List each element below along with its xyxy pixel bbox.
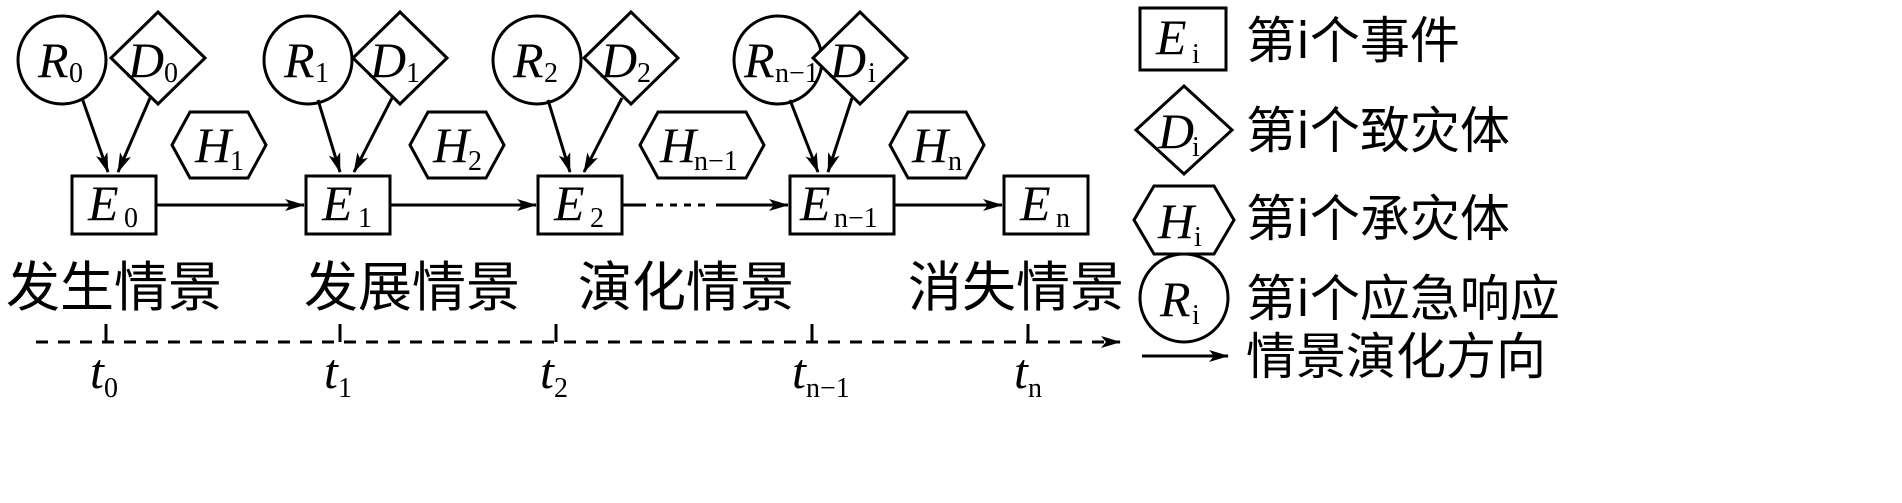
svg-text:E: E: [799, 175, 831, 231]
svg-text:1: 1: [338, 373, 352, 404]
svg-text:0: 0: [104, 373, 118, 404]
carrier-node-1: H 1: [170, 110, 268, 180]
response-node-0: R 0: [16, 14, 108, 106]
svg-text:n−1: n−1: [775, 58, 819, 89]
legend-event: E i 第i个事件: [1138, 6, 1460, 72]
svg-text:t: t: [90, 343, 105, 399]
arrow-r0-e0: [80, 97, 110, 173]
svg-text:n: n: [1028, 373, 1042, 404]
disaster-node-i: D i: [810, 9, 910, 107]
svg-text:D: D: [600, 32, 637, 88]
event-node-n-1: E n−1: [788, 174, 896, 236]
svg-text:0: 0: [164, 58, 178, 89]
svg-text:i: i: [1192, 300, 1200, 331]
svg-text:t: t: [324, 343, 339, 399]
svg-text:E: E: [553, 175, 585, 231]
svg-text:第i个致灾体: 第i个致灾体: [1246, 102, 1510, 160]
response-node-n-1: R n−1: [732, 14, 824, 106]
legend-carrier: H i 第i个承灾体: [1132, 184, 1510, 256]
svg-text:n−1: n−1: [694, 146, 738, 177]
time-label-t2: t 2: [540, 343, 568, 404]
svg-text:n−1: n−1: [834, 203, 878, 234]
stage-label-development: 发展情景: [304, 256, 520, 319]
svg-text:1: 1: [358, 203, 372, 234]
event-node-2: E 2: [536, 174, 624, 236]
response-node-1: R 1: [262, 14, 354, 106]
arrow-d0-e0: [116, 97, 152, 173]
svg-text:2: 2: [554, 373, 568, 404]
arrow-r2-e2: [546, 99, 572, 173]
stage-label-disappearance: 消失情景: [908, 256, 1124, 319]
svg-text:0: 0: [124, 203, 138, 234]
disaster-node-1: D 1: [350, 9, 450, 107]
svg-text:R: R: [37, 32, 69, 88]
svg-text:1: 1: [406, 58, 420, 89]
svg-text:E: E: [321, 175, 353, 231]
legend-response: R i 第i个应急响应: [1138, 252, 1560, 344]
svg-text:H: H: [911, 117, 951, 173]
carrier-node-2: H 2: [408, 110, 506, 180]
response-node-2: R 2: [491, 14, 583, 106]
svg-text:i: i: [1194, 222, 1202, 253]
svg-text:t: t: [1014, 343, 1029, 399]
arrow-rn-1-en-1: [788, 99, 820, 173]
legend-disaster: D i 第i个致灾体: [1133, 83, 1510, 177]
svg-text:E: E: [87, 175, 119, 231]
stage-label-evolution: 演化情景: [578, 256, 794, 319]
arrow-di-en-1: [826, 97, 854, 173]
event-node-1: E 1: [304, 174, 392, 236]
svg-text:i: i: [868, 58, 876, 89]
svg-text:D: D: [127, 32, 164, 88]
stage-label-occurrence: 发生情景: [6, 256, 222, 319]
svg-text:n: n: [1056, 203, 1070, 234]
svg-text:D: D: [1157, 103, 1194, 159]
svg-text:0: 0: [69, 58, 83, 89]
svg-text:2: 2: [590, 203, 604, 234]
time-label-t0: t 0: [90, 343, 118, 404]
svg-text:t: t: [792, 343, 807, 399]
svg-text:H: H: [194, 117, 234, 173]
svg-text:第i个事件: 第i个事件: [1246, 12, 1460, 70]
svg-text:t: t: [540, 343, 555, 399]
svg-text:n: n: [948, 146, 962, 177]
svg-text:i: i: [1192, 39, 1200, 70]
legend: E i 第i个事件 D i 第i个致灾体 H i 第i个承灾体 R i 第i个应…: [1132, 6, 1560, 386]
svg-text:E: E: [1155, 9, 1187, 65]
event-node-0: E 0: [70, 174, 158, 236]
legend-direction: 情景演化方向: [1142, 328, 1546, 386]
disaster-node-0: D 0: [108, 9, 208, 107]
svg-text:1: 1: [315, 58, 329, 89]
time-label-t1: t 1: [324, 343, 352, 404]
carrier-node-n-1: H n−1: [638, 110, 766, 180]
disaster-node-2: D 2: [581, 9, 681, 107]
svg-text:R: R: [1159, 271, 1191, 327]
svg-text:2: 2: [468, 146, 482, 177]
svg-text:R: R: [743, 32, 775, 88]
svg-text:n−1: n−1: [806, 373, 850, 404]
svg-text:D: D: [369, 32, 406, 88]
svg-text:第i个承灾体: 第i个承灾体: [1246, 190, 1510, 248]
svg-text:情景演化方向: 情景演化方向: [1246, 328, 1546, 386]
svg-text:D: D: [829, 32, 866, 88]
svg-text:1: 1: [230, 146, 244, 177]
svg-text:R: R: [283, 32, 315, 88]
carrier-node-n: H n: [888, 110, 986, 180]
svg-text:2: 2: [544, 58, 558, 89]
svg-text:H: H: [1157, 193, 1197, 249]
time-label-tn: t n: [1014, 343, 1042, 404]
svg-text:R: R: [512, 32, 544, 88]
arrow-d1-e1: [352, 97, 394, 173]
event-node-n: E n: [1002, 174, 1090, 236]
time-label-tn-1: t n−1: [792, 343, 850, 404]
svg-text:H: H: [659, 117, 699, 173]
svg-text:第i个应急响应: 第i个应急响应: [1246, 270, 1560, 328]
svg-text:H: H: [432, 117, 472, 173]
svg-text:i: i: [1192, 132, 1200, 163]
svg-text:2: 2: [637, 58, 651, 89]
arrow-d2-e2: [582, 97, 624, 173]
svg-text:E: E: [1019, 175, 1051, 231]
arrow-r1-e1: [316, 99, 342, 173]
